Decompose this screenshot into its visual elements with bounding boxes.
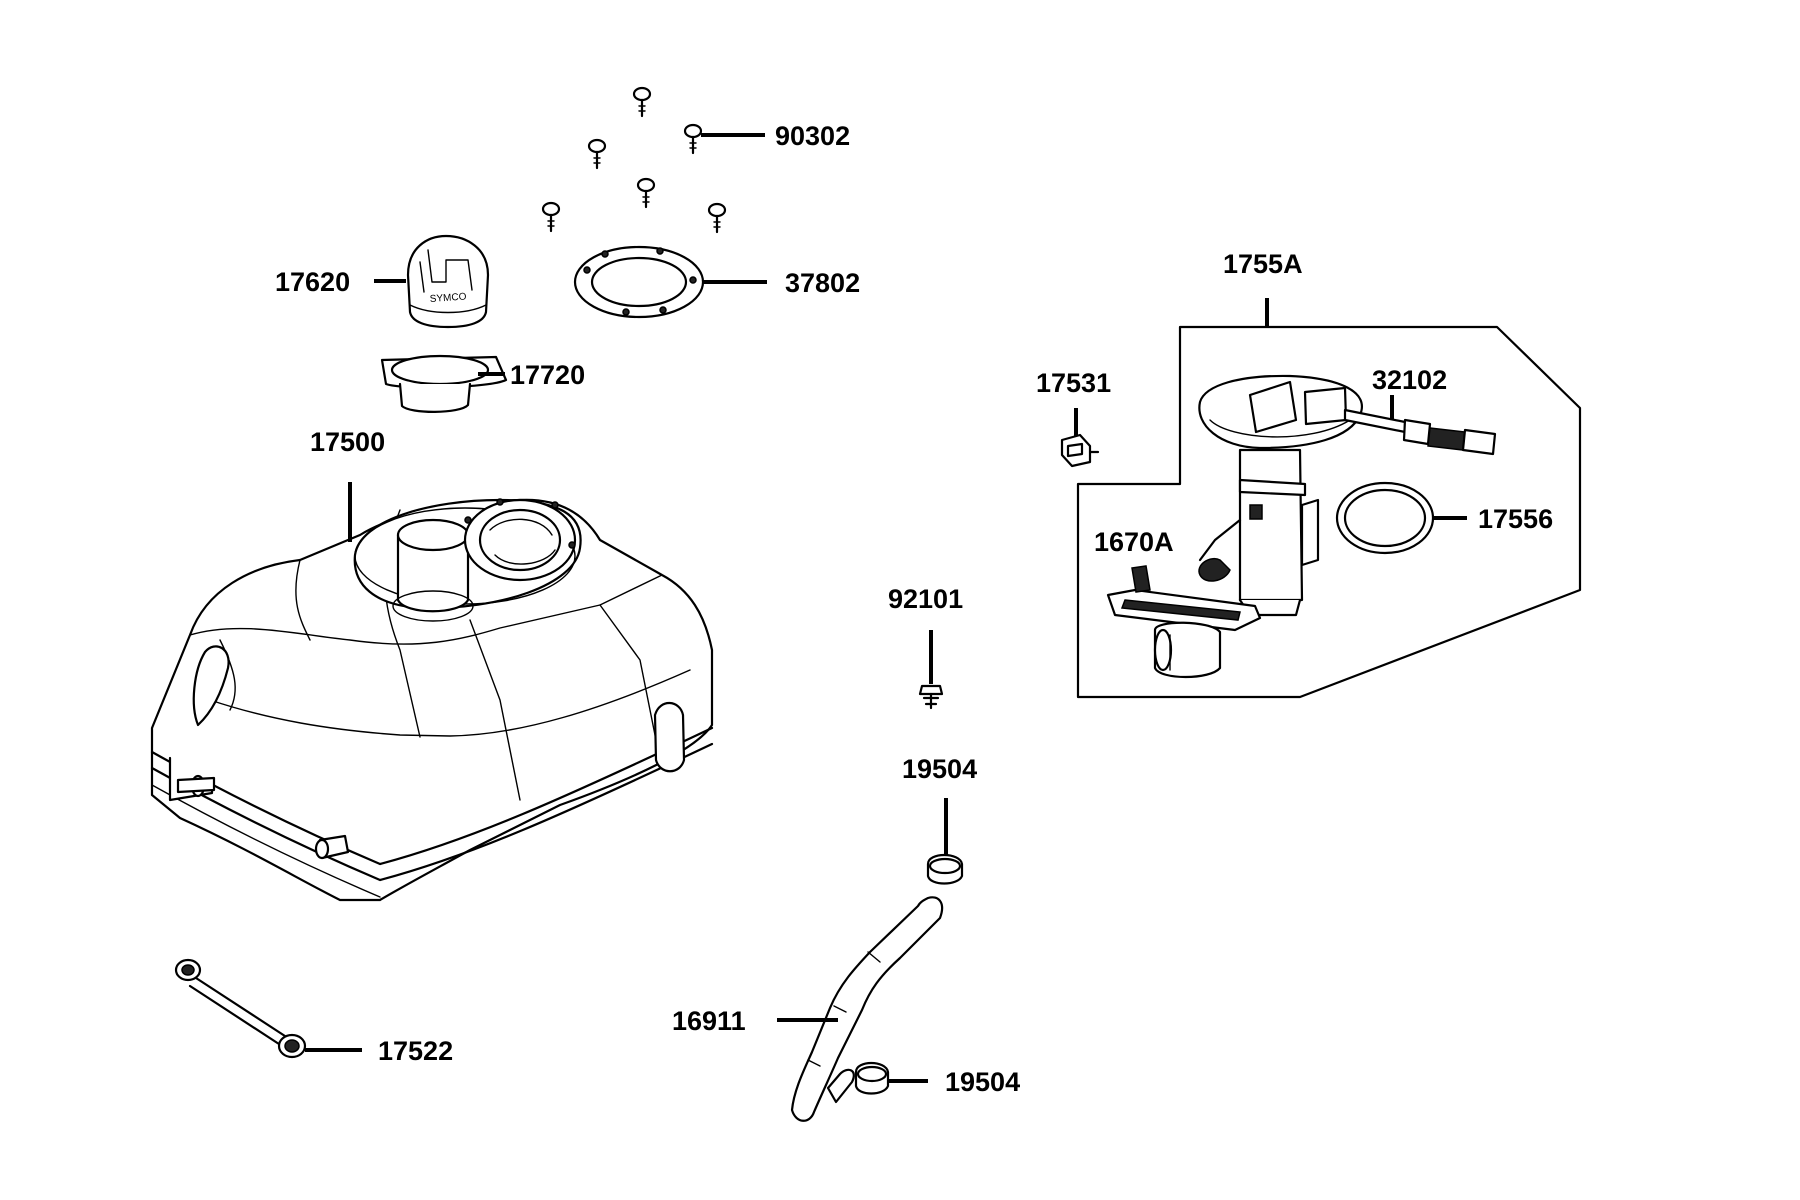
pump-gasket-37802 <box>573 245 705 319</box>
label-17531: 17531 <box>1036 368 1111 398</box>
label-1755A: 1755A <box>1223 249 1303 279</box>
fuel-cap-17620: SYMCO <box>406 234 490 329</box>
label-17620: 17620 <box>275 267 350 297</box>
label-16911: 16911 <box>672 1006 746 1036</box>
screw <box>587 138 607 170</box>
label-17720: 17720 <box>510 360 585 390</box>
filler-neck-17720 <box>380 354 508 413</box>
bolt-92101 <box>918 684 944 710</box>
label-19504-bottom: 19504 <box>945 1067 1020 1097</box>
o-ring-17556 <box>1335 481 1435 555</box>
label-92101: 92101 <box>888 584 963 614</box>
cap-marking: SYMCO <box>429 291 467 305</box>
screw <box>636 177 656 209</box>
fuel-tank-17500 <box>150 498 714 902</box>
label-17556: 17556 <box>1478 504 1553 534</box>
label-1670A: 1670A <box>1094 527 1174 557</box>
screw <box>683 123 703 155</box>
label-17500: 17500 <box>310 427 385 457</box>
screw <box>632 86 652 118</box>
hose-clamp-19504-top <box>926 853 964 885</box>
drain-tube-17522 <box>174 958 307 1059</box>
fuel-pump-assembly-1755A <box>1076 325 1582 699</box>
assembly-boundary <box>1076 325 1582 699</box>
hose-clamp-19504-bottom <box>854 1061 890 1095</box>
label-32102: 32102 <box>1372 365 1447 395</box>
screw <box>707 202 727 234</box>
label-19504-top: 19504 <box>902 754 977 784</box>
connector-17531 <box>1060 433 1100 468</box>
vent-hose-16911 <box>790 896 944 1122</box>
label-37802: 37802 <box>785 268 860 298</box>
label-17522: 17522 <box>378 1036 453 1066</box>
screw-set-90302 <box>541 86 727 234</box>
screw <box>541 201 561 233</box>
label-90302: 90302 <box>775 121 850 151</box>
